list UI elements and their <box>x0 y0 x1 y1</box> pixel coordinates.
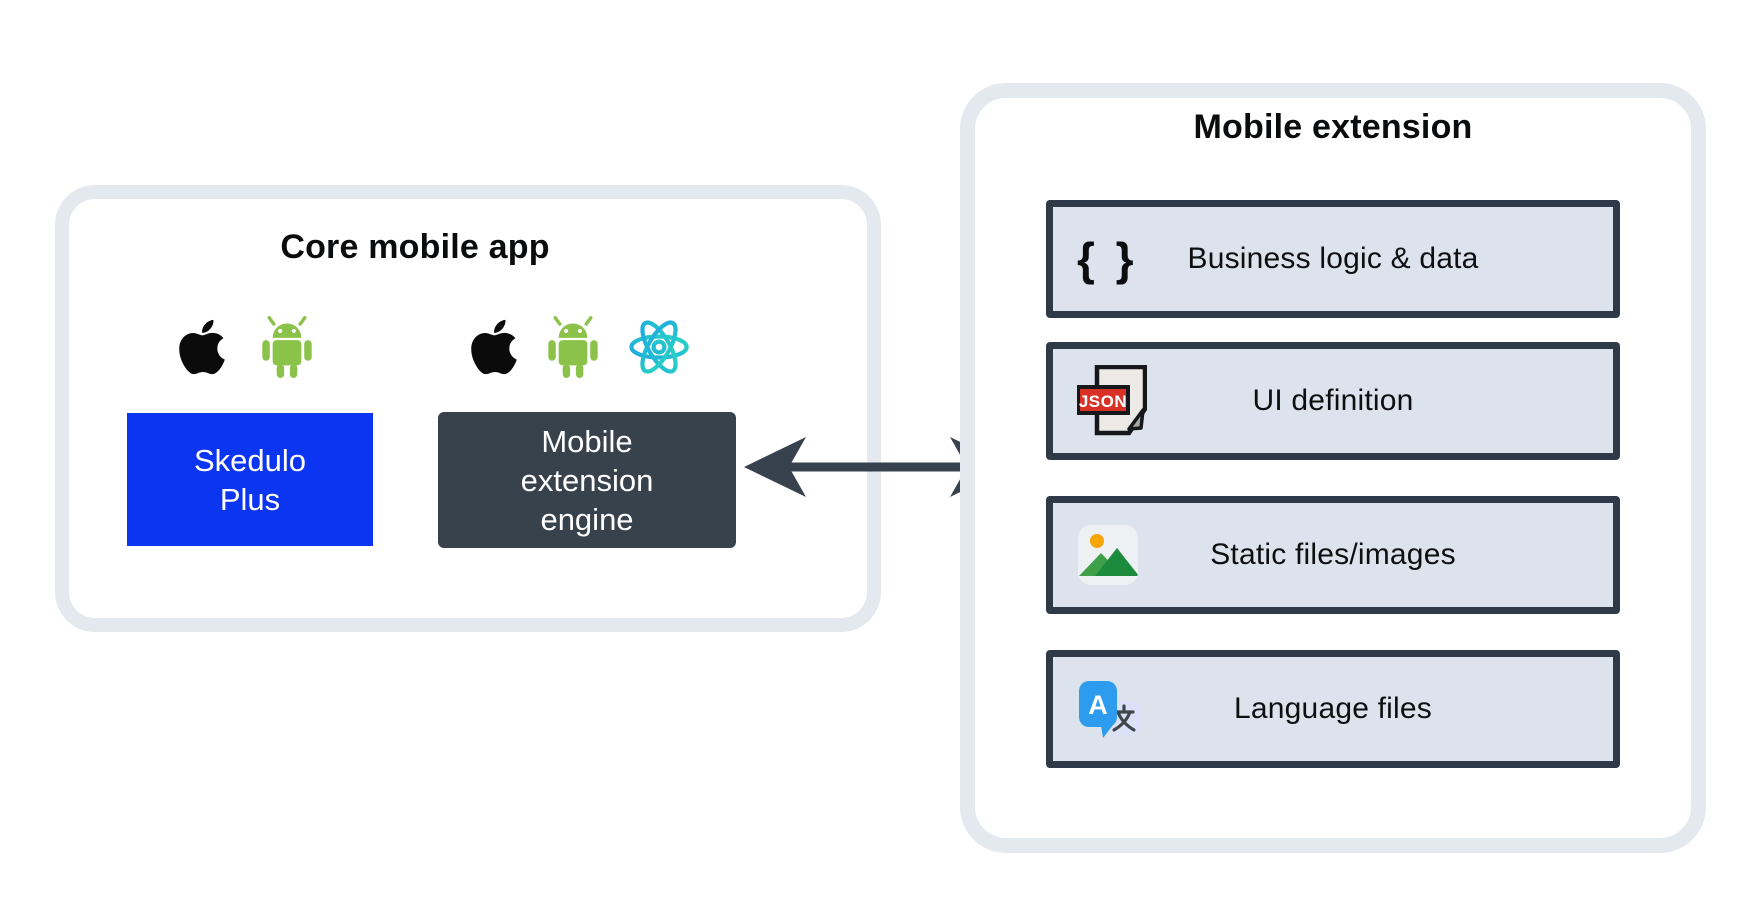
engine-platform-icons <box>468 316 692 378</box>
row-business-logic: { } Business logic & data <box>1046 200 1620 318</box>
row-label: UI definition <box>1252 384 1414 417</box>
translate-icon: A <box>1079 681 1141 738</box>
react-icon <box>629 320 689 374</box>
row-language-files: A Language files <box>1046 650 1620 768</box>
core-mobile-app-panel <box>55 185 881 632</box>
mobile-extension-title: Mobile extension <box>1193 108 1473 146</box>
skedulo-platform-icons <box>176 316 316 378</box>
image-icon <box>1078 525 1138 585</box>
mobile-extension-engine-box: Mobile extension engine <box>438 412 736 548</box>
json-file-icon: JSON <box>1077 365 1147 436</box>
core-mobile-app-title: Core mobile app <box>280 228 550 266</box>
row-ui-definition: JSON UI definition <box>1046 342 1620 460</box>
skedulo-plus-box: Skedulo Plus <box>127 413 373 546</box>
row-label: Language files <box>1234 692 1432 725</box>
row-label: Static files/images <box>1210 538 1456 571</box>
android-icon <box>262 316 312 378</box>
row-label: Business logic & data <box>1187 242 1479 275</box>
row-static-files: Static files/images <box>1046 496 1620 614</box>
translate-letter: A <box>1088 690 1108 720</box>
android-icon <box>548 316 598 378</box>
apple-icon <box>471 319 517 375</box>
apple-icon <box>179 319 225 375</box>
code-braces-icon: { } <box>1077 233 1138 285</box>
json-badge-label: JSON <box>1079 392 1127 411</box>
